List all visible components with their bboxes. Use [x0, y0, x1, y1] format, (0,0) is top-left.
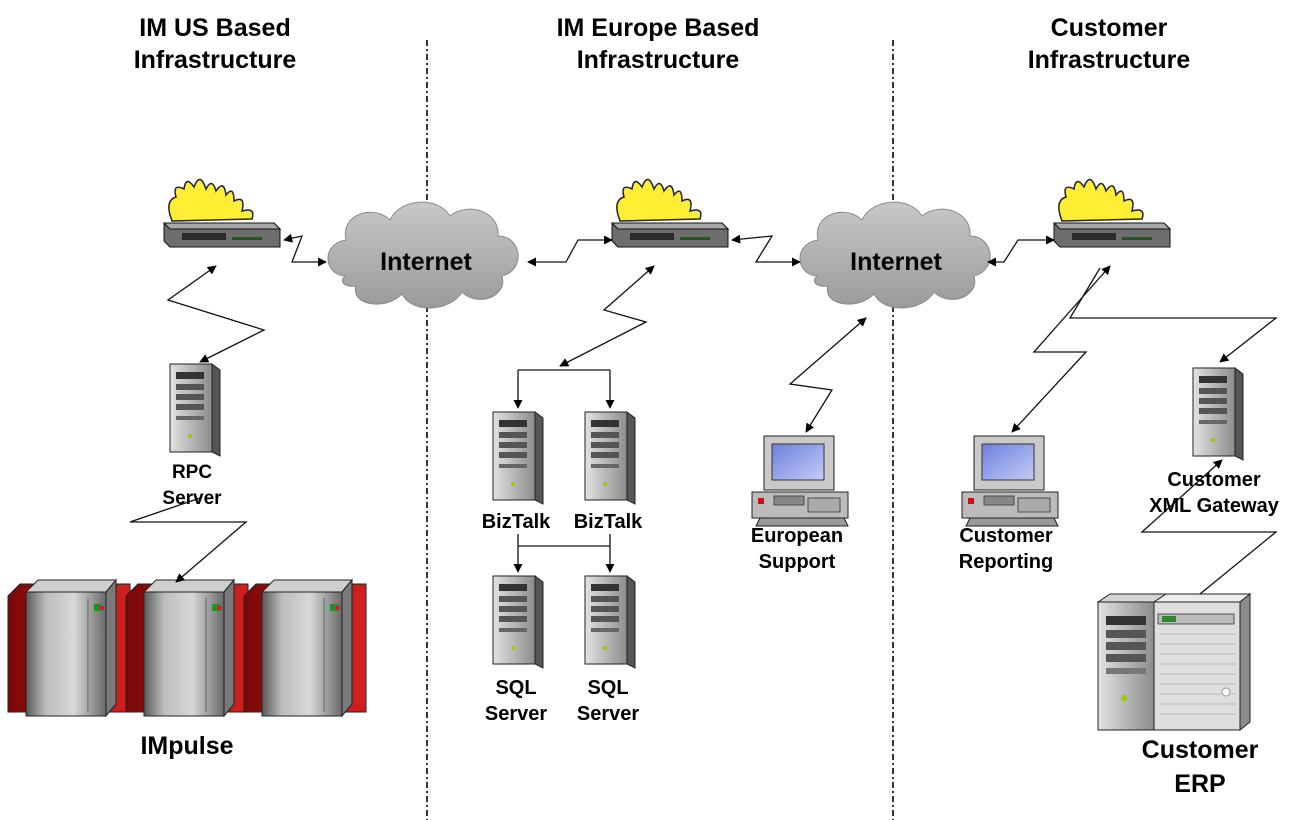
customer-xml-gateway-label-line1: Customer: [1167, 469, 1261, 491]
section-header-us-line1: IM US Based: [139, 14, 290, 42]
tower-server-icon: [169, 363, 221, 457]
link-europe-firewall-internet: [731, 234, 801, 267]
customer-erp-label-line2: ERP: [1174, 770, 1225, 798]
customer-reporting-label: Customer Reporting: [959, 525, 1053, 573]
customer-reporting-label-line1: Customer: [959, 525, 1053, 547]
sql-server-label-1: SQL Server: [485, 677, 547, 725]
firewall-icon: [611, 178, 729, 248]
mainframe-icon: [7, 579, 131, 717]
tower-server-icon: [492, 575, 544, 669]
sql-server-label-2-line1: SQL: [587, 677, 628, 699]
sql-server-label-1-line2: Server: [485, 703, 547, 725]
link-internet-customer-firewall: [987, 235, 1055, 267]
european-support-label-line2: Support: [759, 551, 836, 573]
customer-erp-label-line1: Customer: [1142, 736, 1259, 764]
workstation-icon: [961, 435, 1059, 527]
link-europe-firewall-biztalk: [559, 265, 655, 367]
rpc-server-label: RPC Server: [162, 462, 222, 509]
customer-reporting-label-line2: Reporting: [959, 551, 1053, 573]
european-support-label: European Support: [751, 525, 843, 573]
internet-cloud-right-label: Internet: [850, 248, 942, 276]
erp-server-icon: [1096, 592, 1252, 732]
european-support-label-line1: European: [751, 525, 843, 547]
section-header-us: IM US Based Infrastructure: [134, 14, 297, 74]
tower-server-icon: [584, 575, 636, 669]
mainframe-icon: [125, 579, 249, 717]
mainframe-icon: [243, 579, 367, 717]
customer-xml-gateway-label-line2: XML Gateway: [1149, 495, 1280, 517]
tower-server-icon: [492, 411, 544, 505]
firewall-icon: [1053, 178, 1171, 248]
sql-server-label-2-line2: Server: [577, 703, 639, 725]
link-customer-firewall-gateway: [1068, 267, 1278, 363]
customer-xml-gateway-label: Customer XML Gateway: [1149, 469, 1280, 517]
link-rpc-impulse: [129, 497, 248, 583]
section-header-us-line2: Infrastructure: [134, 46, 297, 74]
tower-server-icon: [1192, 367, 1244, 461]
internet-cloud-left: Internet: [327, 201, 519, 309]
workstation-icon: [751, 435, 849, 527]
customer-erp-label: Customer ERP: [1142, 736, 1259, 798]
impulse-label: IMpulse: [140, 732, 233, 760]
link-us-firewall-internet: [283, 233, 327, 267]
section-header-europe-line2: Infrastructure: [577, 46, 740, 74]
tower-server-icon: [584, 411, 636, 505]
link-customer-firewall-reporting: [1011, 265, 1111, 433]
section-header-europe: IM Europe Based Infrastructure: [557, 14, 760, 74]
link-internet-european-support: [788, 317, 867, 433]
link-us-firewall-rpc: [166, 265, 266, 363]
link-gateway-erp: [1140, 459, 1278, 595]
sql-server-label-2: SQL Server: [577, 677, 639, 725]
internet-cloud-right: Internet: [799, 201, 991, 309]
firewall-icon: [163, 178, 281, 248]
section-header-customer-line2: Infrastructure: [1028, 46, 1191, 74]
link-internet-europe-firewall: [527, 235, 613, 267]
section-header-customer: Customer Infrastructure: [1028, 14, 1191, 74]
section-header-europe-line1: IM Europe Based: [557, 14, 760, 42]
internet-cloud-left-label: Internet: [380, 248, 472, 276]
sql-server-label-1-line1: SQL: [495, 677, 536, 699]
section-header-customer-line1: Customer: [1051, 14, 1168, 42]
biztalk-label-1: BizTalk: [482, 511, 551, 533]
biztalk-label-2: BizTalk: [574, 511, 643, 533]
rpc-server-label-line2: Server: [162, 488, 222, 509]
rpc-server-label-line1: RPC: [172, 462, 212, 483]
